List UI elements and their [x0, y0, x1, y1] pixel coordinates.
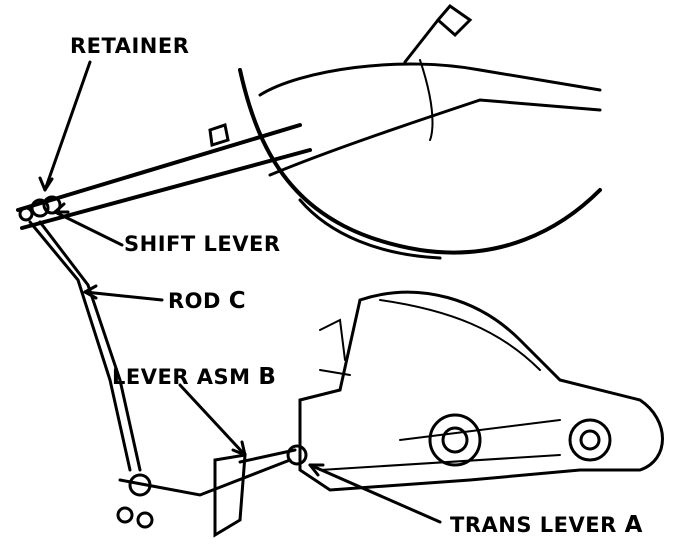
lever-asm-b — [118, 453, 292, 538]
label-shift-lever: SHIFT LEVER — [124, 232, 281, 256]
label-rod-text: ROD — [168, 289, 221, 313]
label-rod-letter: C — [228, 288, 247, 314]
shift-knob — [403, 3, 473, 64]
label-lever-asm-b: LEVER ASM B — [112, 364, 276, 390]
steering-column — [16, 123, 312, 230]
label-trans-lever-text: TRANS LEVER — [450, 513, 617, 537]
label-lever-asm-letter: B — [258, 364, 277, 390]
label-lever-asm-text: LEVER ASM — [112, 365, 251, 389]
transmission — [298, 290, 664, 492]
steering-wheel — [238, 68, 602, 255]
label-retainer: RETAINER — [70, 34, 190, 58]
leader-lines — [38, 60, 442, 524]
label-trans-lever-a: TRANS LEVER A — [450, 512, 643, 538]
rod-c — [28, 220, 142, 472]
label-rod-c: ROD C — [168, 288, 246, 314]
label-trans-lever-letter: A — [624, 512, 643, 538]
